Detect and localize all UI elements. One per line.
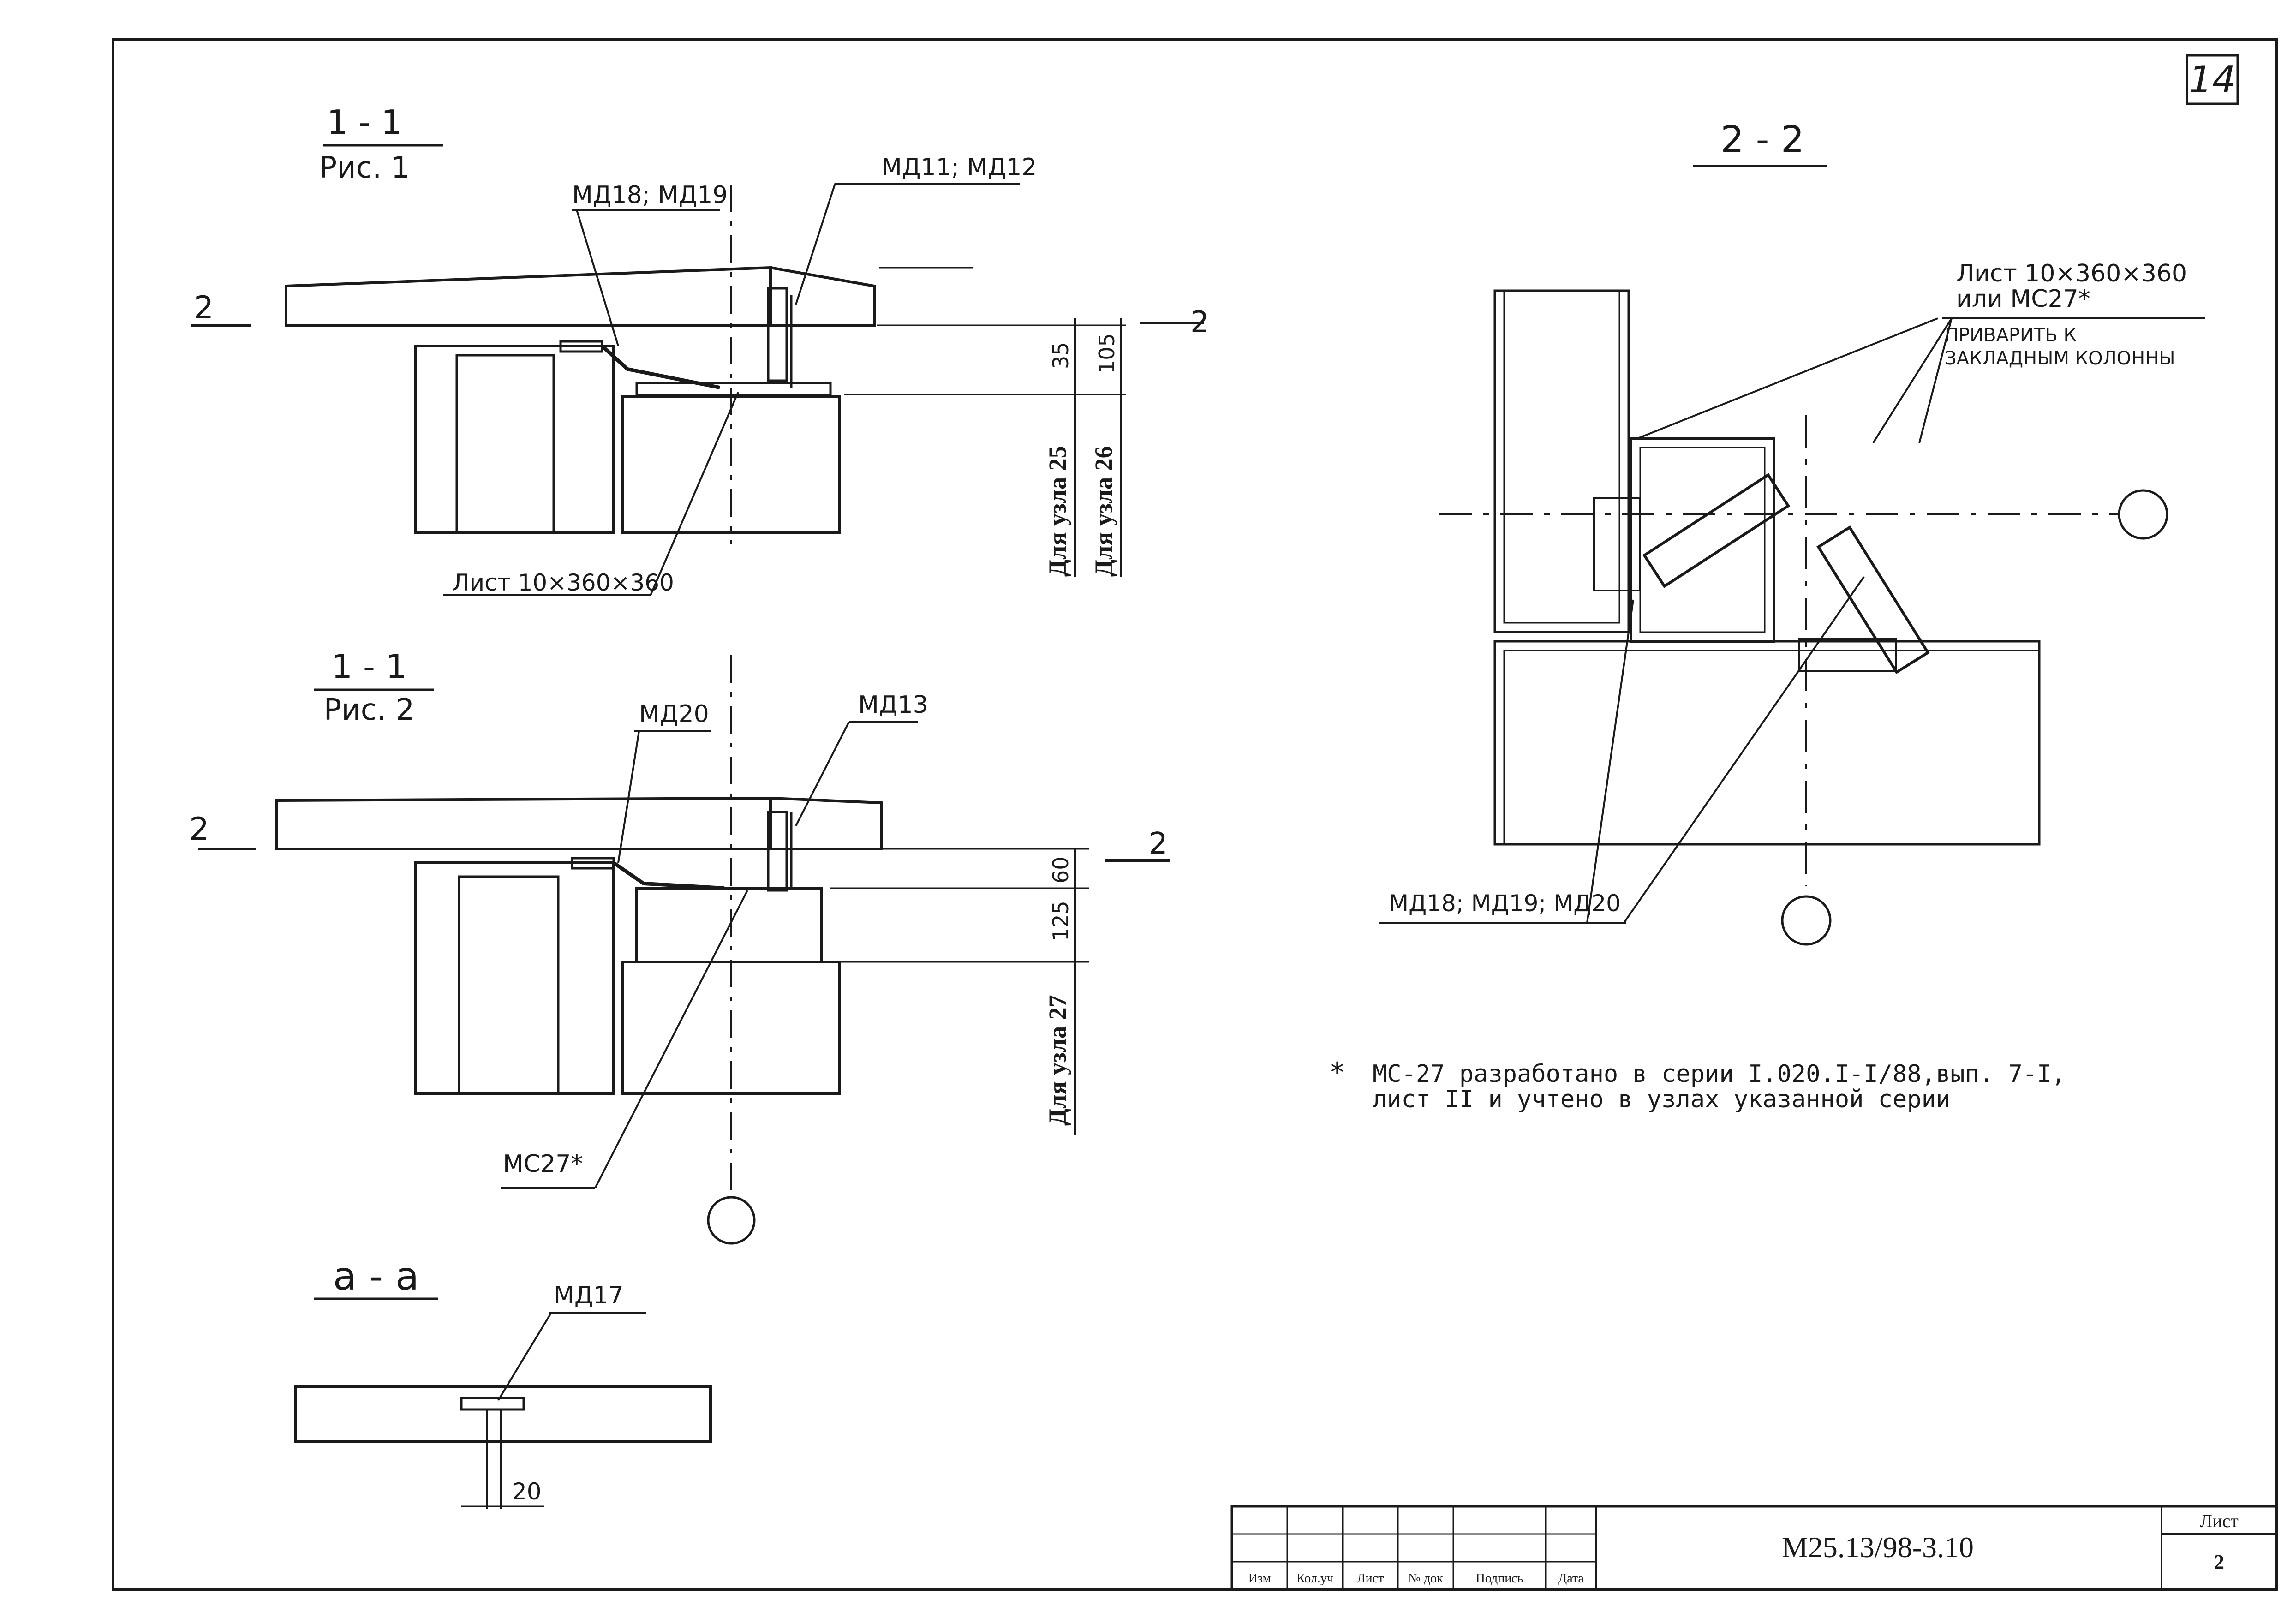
section-1-fig2: 1 - 1 Рис. 2 [198,647,1170,1245]
dim-uzel-27: Для узла 27 [1044,995,1071,1126]
section-1-fig1: 1 - 1 Рис. 1 [191,103,1204,577]
sheet-frame [112,38,2278,1591]
sheet-number: 14 [2189,58,2236,101]
tb-code: М25.13/98-3.10 [1782,1531,1974,1564]
dim-uzel-26: Для узла 26 [1090,446,1117,577]
label-md13: МД13 [858,691,928,719]
dim-60: 60 [1048,856,1073,884]
cut-marker-right-2: 2 [1149,827,1168,861]
section-2-2: 2 - 2 [1379,118,2205,946]
tb-sheet-label: Лист [2200,1511,2239,1531]
label-weld-note-2: ЗАКЛАДНЫМ КОЛОННЫ [1945,348,2175,369]
section-a-a: а - а [294,1254,712,1509]
section-title: а - а [333,1254,419,1299]
tb-col-5: Дата [1558,1571,1584,1586]
dim-uzel-25: Для узла 25 [1044,446,1071,577]
tb-sheet-value: 2 [2214,1551,2224,1573]
tb-col-0: Изм [1248,1571,1271,1586]
tb-col-4: Подпись [1476,1571,1523,1586]
tb-col-3: № док [1408,1571,1443,1586]
section-subtitle: Рис. 2 [324,693,415,727]
label-md17: МД17 [554,1282,624,1309]
label-list-plate: Лист 10×360×360 [452,569,674,596]
label-list-right-1: Лист 10×360×360 [1956,260,2187,287]
section-title: 1 - 1 [331,647,406,686]
label-md18-md19-md20: МД18; МД19; МД20 [1389,890,1621,917]
section-title: 2 - 2 [1720,118,1804,161]
label-md20: МД20 [639,700,709,728]
tb-col-2: Лист [1357,1571,1384,1586]
section-title: 1 - 1 [327,103,402,142]
label-md18-md19: МД18; МД19 [572,181,728,209]
section-subtitle: Рис. 1 [319,151,410,185]
dim-125: 125 [1048,901,1073,941]
dim-105: 105 [1094,333,1119,374]
footnote-line1: МС-27 разработано в серии I.020.I-I/88,в… [1373,1060,2066,1088]
cut-marker-left-1: 2 [194,290,214,326]
label-weld-note-1: ПРИВАРИТЬ К [1945,325,2077,346]
footnote-line2: лист II и учтено в узлах указанной серии [1373,1086,1950,1113]
cut-marker-left-2: 2 [189,811,209,848]
tb-col-1: Кол.уч [1296,1571,1333,1586]
dim-20: 20 [512,1478,542,1505]
cut-marker-right-1: 2 [1190,305,1209,340]
dim-35: 35 [1048,342,1073,369]
label-mc27: МС27* [503,1150,583,1178]
label-list-right-2: или МС27* [1956,285,2090,313]
title-block [1230,1505,2278,1591]
footnote-star: * [1329,1057,1345,1089]
label-md11-md12: МД11; МД12 [881,154,1037,181]
